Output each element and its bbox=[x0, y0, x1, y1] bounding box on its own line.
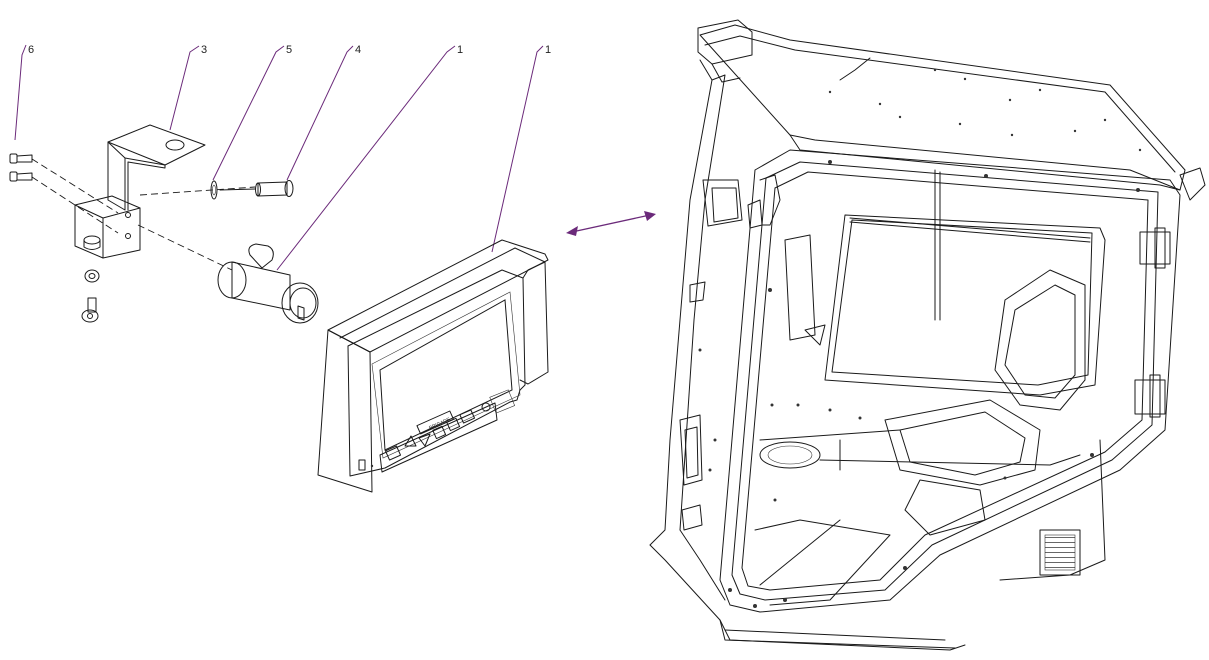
callout-4-leader bbox=[286, 45, 354, 181]
callout-5-leader bbox=[212, 45, 285, 181]
callout-6-leader bbox=[14, 44, 27, 141]
double-headed-arrow-icon bbox=[566, 211, 656, 236]
callout-1-mount-leader bbox=[276, 45, 456, 271]
callout-1-monitor-label: 1 bbox=[545, 44, 551, 56]
callout-1-mount-label: 1 bbox=[457, 44, 463, 56]
callout-1-monitor-leader bbox=[491, 45, 544, 253]
washer-5 bbox=[210, 180, 218, 200]
panel-fasteners bbox=[698, 160, 1140, 608]
monitor: BRIGADE bbox=[317, 239, 549, 493]
callout-4: 4 bbox=[286, 44, 361, 181]
operator-cab bbox=[649, 19, 1206, 651]
callout-6: 6 bbox=[14, 44, 34, 141]
bracket-knob bbox=[81, 235, 101, 323]
callout-3: 3 bbox=[169, 44, 207, 131]
callout-3-label: 3 bbox=[201, 44, 207, 56]
callout-5: 5 bbox=[212, 44, 292, 181]
callout-5-label: 5 bbox=[286, 44, 292, 56]
door-hinges bbox=[1134, 227, 1171, 418]
ball-joint-mount bbox=[217, 243, 319, 324]
pin-4 bbox=[219, 180, 294, 197]
callout-6-label: 6 bbox=[28, 44, 34, 56]
callout-4-label: 4 bbox=[355, 44, 361, 56]
roof-fasteners bbox=[828, 68, 1142, 152]
callout-1-monitor: 1 bbox=[491, 44, 551, 253]
screws-6 bbox=[9, 153, 33, 182]
operator-seat bbox=[884, 269, 1086, 536]
callout-3-leader bbox=[169, 45, 200, 131]
monitor-screen bbox=[379, 299, 513, 451]
callout-1-mount: 1 bbox=[276, 44, 463, 271]
mounting-bracket bbox=[31, 124, 256, 271]
